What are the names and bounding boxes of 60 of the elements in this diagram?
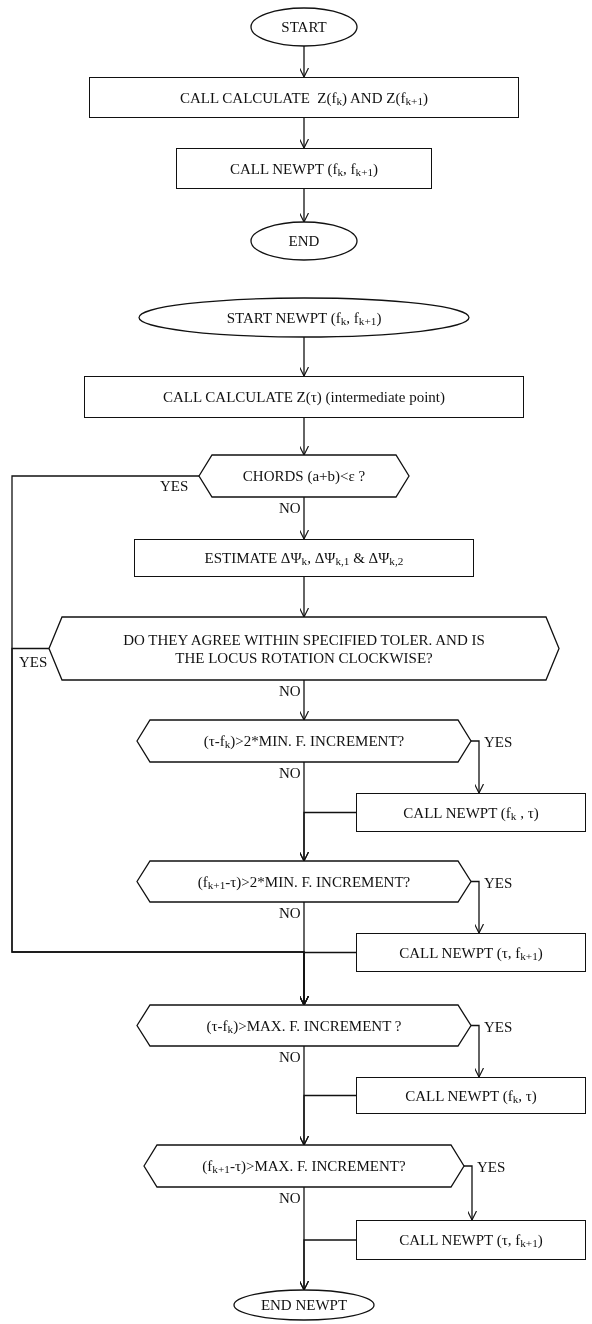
- terminal-text: END NEWPT: [260, 1296, 348, 1314]
- process-text: CALL NEWPT (f$_{k}$, τ): [405, 1086, 537, 1105]
- edge-label: NO: [278, 500, 302, 516]
- arrow: [298, 576, 310, 618]
- arrow: [298, 417, 310, 456]
- arrow: [298, 45, 310, 78]
- decision-text: CHORDS (a+b)<ε ?: [242, 467, 366, 485]
- decision-hexagon: [137, 1005, 471, 1046]
- terminal-ellipse: [251, 8, 357, 46]
- arrow: [298, 951, 357, 1006]
- terminal-text: START: [281, 18, 327, 36]
- decision-text: (f$_{k+1}$-τ)>MAX. F. INCREMENT?: [202, 1157, 406, 1175]
- decision-hexagon: [137, 861, 471, 902]
- terminal-ellipse: [139, 298, 469, 337]
- process-box: [356, 1077, 586, 1114]
- process-box: [84, 376, 524, 418]
- decision-hexagon: [137, 720, 471, 762]
- arrow: [470, 880, 485, 934]
- decision-hexagon: [144, 1145, 464, 1187]
- arrow: [298, 336, 310, 377]
- decision-text: (τ-f$_{k}$)>MAX. F. INCREMENT ?: [206, 1016, 402, 1035]
- arrow: [298, 188, 310, 223]
- edge-label: YES: [159, 478, 190, 494]
- edge-label: YES: [483, 734, 514, 750]
- process-box: [356, 1220, 586, 1260]
- edge-label: NO: [278, 1049, 302, 1065]
- arrow: [298, 117, 310, 149]
- process-box: [356, 933, 586, 972]
- arrow: [470, 740, 485, 794]
- terminal-ellipse: [251, 222, 357, 260]
- arrow: [463, 1165, 478, 1221]
- terminal-text: END: [288, 232, 320, 250]
- arrow: [298, 496, 310, 540]
- arrow: [470, 1024, 485, 1078]
- terminal-text: START NEWPT (f$_{k}$, f$_{k+1}$): [226, 308, 382, 327]
- arrow: [298, 679, 310, 721]
- process-text: CALL NEWPT (τ, f$_{k+1}$): [399, 1231, 543, 1249]
- decision-text: DO THEY AGREE WITHIN SPECIFIED TOLER. AND IS THE LOCUS ROTATION CLOCKWISE?: [122, 630, 486, 667]
- edge-label: YES: [476, 1159, 507, 1175]
- edge-label: NO: [278, 765, 302, 781]
- process-text: ESTIMATE ΔΨ$_{k}$, ΔΨ$_{k,1}$ & ΔΨ$_{k,2}$: [204, 549, 404, 567]
- arrow: [298, 811, 357, 862]
- arrow: [298, 1094, 357, 1146]
- process-text: CALL CALCULATE Z(τ) (intermediate point): [162, 388, 446, 406]
- edge-label: NO: [278, 683, 302, 699]
- decision-text: (τ-f$_{k}$)>2*MIN. F. INCREMENT?: [203, 732, 405, 750]
- process-box: [356, 793, 586, 832]
- process-box: [134, 539, 474, 577]
- decision-text: (f$_{k+1}$-τ)>2*MIN. F. INCREMENT?: [197, 872, 411, 891]
- process-box: [89, 77, 519, 118]
- edge-label: NO: [278, 1190, 302, 1206]
- terminal-ellipse: [234, 1290, 374, 1320]
- process-text: CALL NEWPT (τ, f$_{k+1}$): [399, 943, 543, 962]
- edge-label: NO: [278, 905, 302, 921]
- process-text: CALL NEWPT (f$_{k}$, f$_{k+1}$): [229, 159, 379, 178]
- arrow: [298, 1239, 357, 1291]
- process-box: [176, 148, 432, 189]
- process-text: CALL CALCULATE Z(f$_{k}$) AND Z(f$_{k+1}$): [179, 88, 429, 107]
- decision-hexagon: [199, 455, 409, 497]
- process-text: CALL NEWPT (f$_{k}$ , τ): [403, 803, 539, 822]
